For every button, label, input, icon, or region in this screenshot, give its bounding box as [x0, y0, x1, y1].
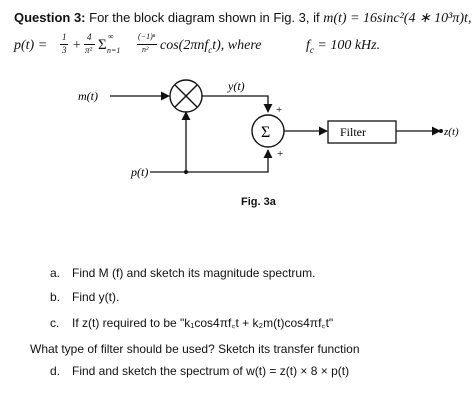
- frac3-num: (−1)ⁿ: [138, 32, 156, 41]
- item-b-text: Find y(t).: [72, 290, 120, 304]
- item-d: d. Find and sketch the spectrum of w(t) =…: [50, 364, 349, 378]
- frac2-num: 4: [87, 32, 92, 42]
- question-line-1: Question 3: For the block diagram shown …: [14, 10, 471, 27]
- block-diagram: m(t) y(t) + Σ p(t) + Filter z(t): [78, 79, 459, 179]
- multiplier-x2: [174, 84, 198, 108]
- frac2-bar: [84, 44, 95, 45]
- frac2-den: π²: [85, 45, 93, 55]
- item-b-label: b.: [50, 290, 61, 304]
- filter-label: Filter: [340, 125, 366, 139]
- figure-caption: Fig. 3a: [241, 196, 276, 208]
- frac1-bar: [60, 44, 68, 45]
- item-c-text: If z(t) required to be "k₁cos4πf꜀t + k₂m…: [72, 316, 334, 330]
- fc-sub: c: [309, 44, 314, 55]
- item-c-label: c.: [50, 316, 60, 330]
- sum-symbol: Σ: [261, 124, 270, 141]
- p-plus: +: [72, 38, 82, 53]
- sum-sign: Σ: [98, 37, 107, 53]
- frac1-den: 3: [62, 45, 67, 55]
- p-path-to-multiplier: [150, 111, 191, 173]
- fc-symbol: f: [306, 38, 310, 53]
- followup-question: What type of filter should be used? Sket…: [30, 342, 360, 356]
- fc-definition: fc = 100 kHz.: [306, 38, 380, 55]
- p-path-to-sum: [186, 149, 273, 173]
- item-d-label: d.: [50, 364, 61, 378]
- item-b: b. Find y(t).: [50, 290, 119, 304]
- frac3-bar: [137, 44, 157, 45]
- question-label: Question 3:: [14, 10, 86, 25]
- sum-upper: ∞: [108, 32, 114, 41]
- plus-bottom: +: [277, 148, 283, 160]
- sum-index: n=1: [107, 46, 121, 55]
- plus-top: +: [276, 104, 282, 116]
- item-a: a. Find M (f) and sketch its magnitude sp…: [50, 266, 315, 280]
- m-definition: m(t) = 16sinc²(4 ∗ 10³π)t,: [323, 11, 472, 26]
- cos-sub: c: [208, 44, 213, 55]
- fc-value: = 100 kHz.: [317, 38, 381, 53]
- y-label: y(t): [227, 79, 245, 93]
- cos-term: cos(2πnfct), where: [160, 38, 261, 55]
- z-output-dot: [439, 129, 443, 133]
- p-label: p(t): [130, 165, 148, 179]
- filter-box: [327, 120, 397, 144]
- z-label: z(t): [443, 126, 459, 138]
- frac1-num: 1: [62, 32, 67, 42]
- item-a-text: Find M (f) and sketch its magnitude spec…: [72, 266, 316, 280]
- frac3-den: n²: [142, 45, 149, 54]
- y-path-arrow: [202, 95, 273, 113]
- item-c: c. If z(t) required to be "k₁cos4πf꜀t + k…: [50, 314, 333, 331]
- question-intro: For the block diagram shown in Fig. 3, i…: [89, 10, 320, 25]
- m-label: m(t): [78, 89, 98, 103]
- p-lhs: p(t) =: [14, 38, 48, 53]
- item-a-label: a.: [50, 266, 61, 280]
- cos-text: cos(2πnf: [160, 38, 209, 53]
- cos-end: t), where: [212, 38, 262, 53]
- item-d-text: Find and sketch the spectrum of w(t) = z…: [72, 364, 350, 378]
- junction-dot: [184, 170, 188, 174]
